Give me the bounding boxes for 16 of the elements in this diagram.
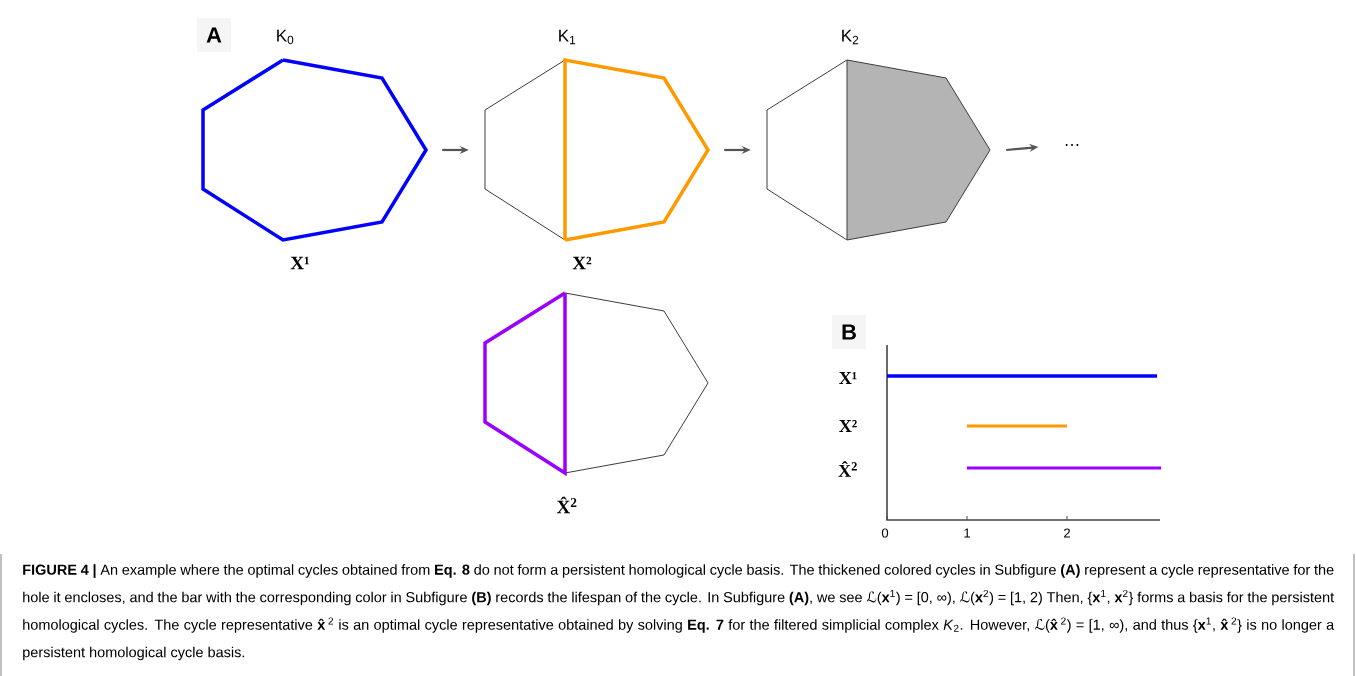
complex-label: K$_{0}$ — [277, 29, 294, 45]
cycle-label: X¹ — [290, 256, 309, 270]
row-label: X² — [839, 420, 857, 432]
caption: FIGURE 4 | An example where the optimal cycles obtained from Eq. 8 do not form a persistent homological cycle basis. The thickened colored cycles in Subfigure (A) represent a cycle representative for the hole it encloses, and the bar with the corresponding color in Subfigure (B) records the lifespan of the cycle. In Subfigure (A), we see ℒ(x$^{1}$) = [0, ∞), ℒ(x$^{2}$) = [1, 2) Then, {x$^{1}$, x$^{2}$} forms a basis for the persistent homological cycles. The cycle representative x̂$^{2}$ is an optimal cycle representative obtained by solving Eq. 7 for the filtered simplicial complex K$_{2}$. However, ℒ(x̂$^{2}$) = [1, ∞), and thus {x$^{1}$, x̂$^{2}$} is no longer a persistent homological cycle basis. — [23, 564, 1335, 661]
tick-label: 1 — [964, 528, 970, 538]
row-label: X̂$^{2}$ — [838, 461, 857, 477]
tick-label: 2 — [1064, 528, 1070, 538]
tick-label: 0 — [881, 528, 889, 538]
complex-label: K$_{1}$ — [559, 29, 576, 45]
ellipsis: … — [1065, 144, 1079, 146]
cycle-label: X̂$^{2}$ — [556, 496, 577, 514]
panel-label: A — [197, 18, 231, 52]
row-label: X¹ — [839, 372, 857, 384]
cycle-label: X² — [572, 256, 592, 270]
complex-label: K$_{2}$ — [842, 29, 859, 45]
panel-label: B — [832, 315, 866, 349]
